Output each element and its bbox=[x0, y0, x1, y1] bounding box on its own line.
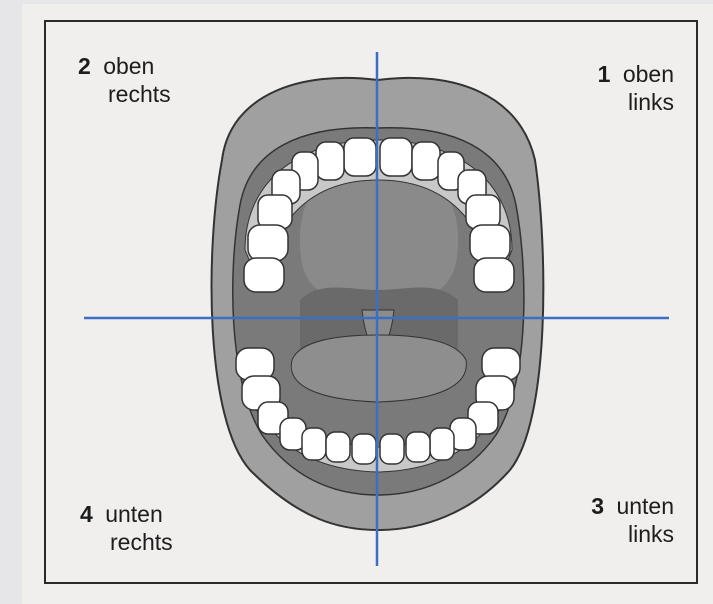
quadrant-1-line1: oben bbox=[623, 61, 674, 87]
quadrant-2-line1: oben bbox=[103, 53, 154, 79]
quadrant-1-label: 1 oben links bbox=[584, 60, 674, 116]
quadrant-4-line2: rechts bbox=[110, 529, 173, 555]
quadrant-4-line1: unten bbox=[105, 501, 163, 527]
quadrant-2-label: 2 oben rechts bbox=[78, 52, 171, 108]
tongue bbox=[291, 335, 466, 402]
quadrant-4-label: 4 unten rechts bbox=[80, 500, 173, 556]
quadrant-2-number: 2 bbox=[78, 53, 91, 79]
quadrant-3-label: 3 unten links bbox=[570, 492, 674, 548]
quadrant-1-line2: links bbox=[628, 89, 674, 115]
quadrant-3-number: 3 bbox=[591, 493, 604, 519]
quadrant-3-line1: unten bbox=[616, 493, 674, 519]
quadrant-1-number: 1 bbox=[598, 61, 611, 87]
quadrant-2-line2: rechts bbox=[108, 81, 171, 107]
quadrant-3-line2: links bbox=[628, 521, 674, 547]
quadrant-4-number: 4 bbox=[80, 501, 93, 527]
